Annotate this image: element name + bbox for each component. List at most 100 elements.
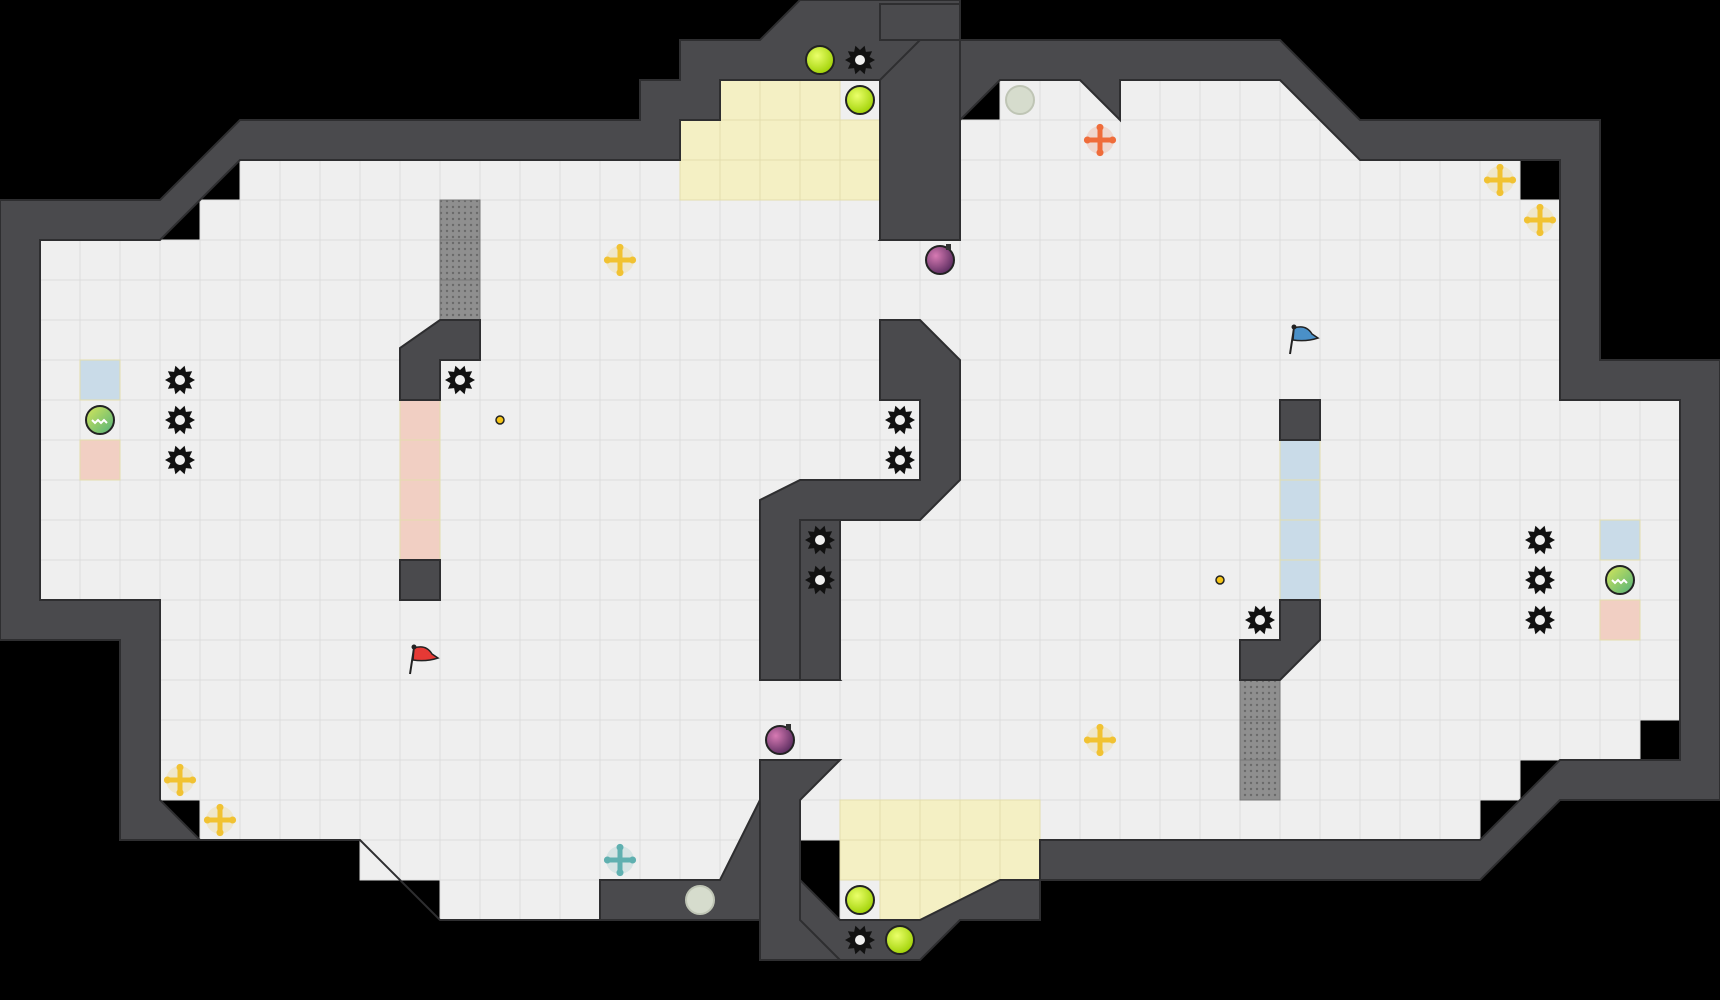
floor-tile [479,519,521,561]
floor-tile [1079,479,1121,521]
floor-tile [959,759,1001,801]
floor-tile [639,719,681,761]
floor-tile [799,799,841,841]
floor-tile [759,439,801,481]
floor-tile [1399,399,1441,441]
gate-tile [1239,759,1281,801]
floor-tile [639,759,681,801]
floor-tile [1359,679,1401,721]
spike-icon [845,925,875,955]
floor-tile [79,519,121,561]
spike-icon [165,445,195,475]
floor-tile [1079,359,1121,401]
floor-tile [1199,439,1241,481]
boost-zone-tile [799,159,841,201]
floor-tile [679,279,721,321]
floor-tile [919,639,961,681]
floor-tile [239,279,281,321]
floor-tile [1119,199,1161,241]
boost-zone-tile [679,159,721,201]
floor-tile [1279,159,1321,201]
floor-tile [199,519,241,561]
floor-tile [239,359,281,401]
floor-tile [1519,319,1561,361]
floor-tile [39,239,81,281]
floor-tile [1199,799,1241,841]
floor-tile [439,879,481,921]
floor-tile [519,439,561,481]
floor-tile [479,439,521,481]
floor-tile [319,599,361,641]
floor-tile [1399,479,1441,521]
floor-tile [479,599,521,641]
spike-icon [1525,565,1555,595]
spike-icon [1525,525,1555,555]
wall-block [1239,599,1321,681]
floor-tile [1039,639,1081,681]
floor-tile [999,439,1041,481]
floor-tile [1199,399,1241,441]
floor-tile [639,479,681,521]
floor-tile [719,479,761,521]
floor-tile [639,599,681,641]
floor-tile [559,519,601,561]
floor-tile [959,359,1001,401]
powerup-icon [885,925,915,955]
floor-tile [1319,719,1361,761]
floor-tile [1319,399,1361,441]
floor-tile [359,599,401,641]
floor-tile [239,319,281,361]
floor-tile [1519,719,1561,761]
spike-icon [1245,605,1275,635]
floor-tile [1199,679,1241,721]
floor-tile [1359,519,1401,561]
floor-tile [839,199,881,241]
floor-tile [639,359,681,401]
floor-tile [599,199,641,241]
floor-tile [1079,599,1121,641]
floor-tile [1239,239,1281,281]
floor-tile [1199,159,1241,201]
floor-tile [159,639,201,681]
floor-tile [559,319,601,361]
floor-tile [1279,359,1321,401]
floor-tile [1559,679,1601,721]
floor-tile [959,559,1001,601]
floor-tile [1199,759,1241,801]
floor-tile [519,679,561,721]
floor-tile [559,159,601,201]
boost-zone-tile [799,119,841,161]
floor-tile [799,719,841,761]
floor-tile [1079,399,1121,441]
floor-tile [959,399,1001,441]
floor-tile [599,679,641,721]
boost-zone-tile [879,879,921,921]
boost-icon [1483,163,1517,197]
floor-tile [1159,79,1201,121]
floor-tile [279,199,321,241]
floor-tile [639,799,681,841]
floor-tile [519,879,561,921]
floor-tile [519,359,561,401]
floor-tile [1039,559,1081,601]
floor-tile [1279,679,1321,721]
floor-tile [1359,159,1401,201]
floor-tile [719,559,761,601]
floor-tile [1199,279,1241,321]
wall-block [759,759,843,961]
floor-tile [1439,239,1481,281]
floor-tile [559,439,601,481]
floor-tile [839,559,881,601]
gate-tile [439,239,481,281]
floor-tile [1359,199,1401,241]
floor-tile [879,679,921,721]
floor-tile [1639,639,1681,681]
floor-tile [1639,519,1681,561]
floor-tile [639,239,681,281]
floor-tile [919,679,961,721]
floor-tile [239,639,281,681]
floor-tile [679,519,721,561]
floor-tile [1439,199,1481,241]
floor-tile [1159,199,1201,241]
boost-zone-tile [719,79,761,121]
